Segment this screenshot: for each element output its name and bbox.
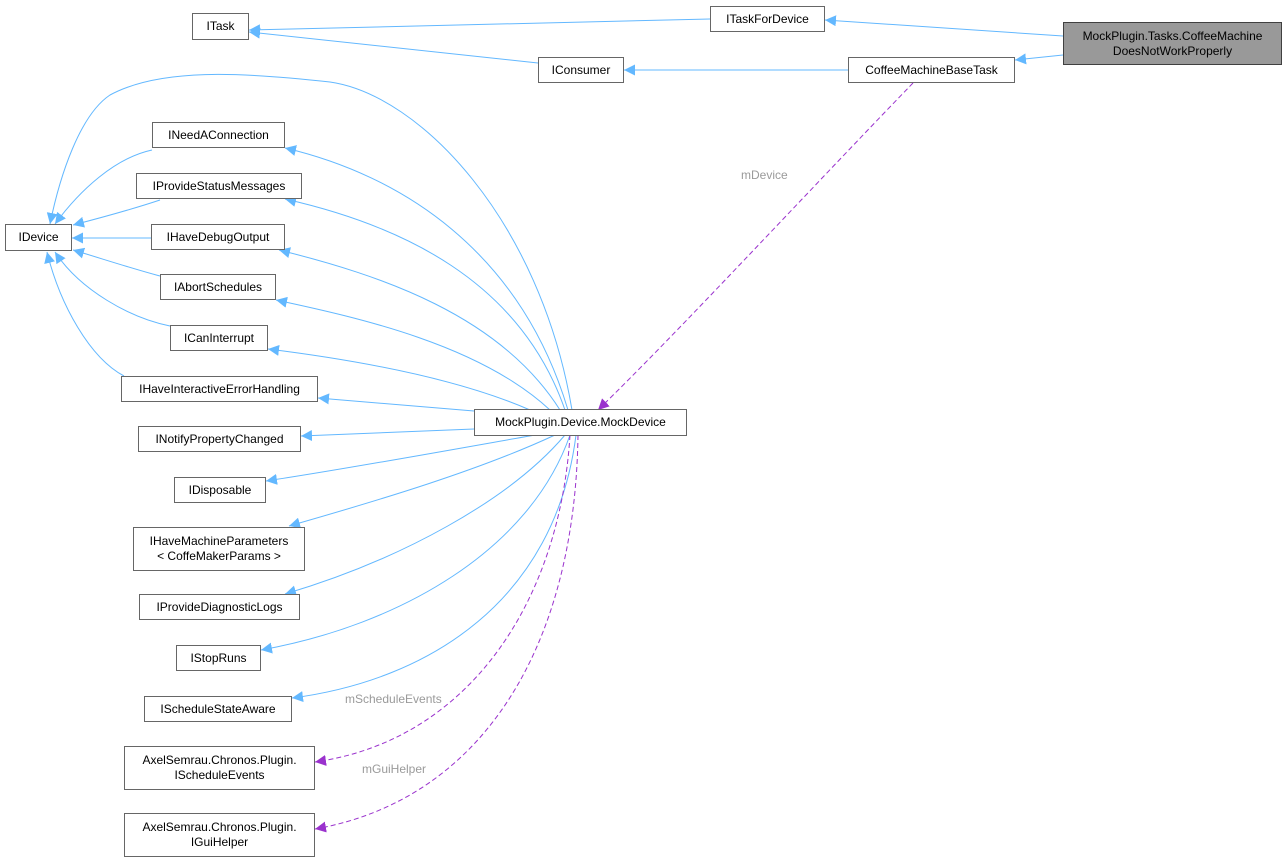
node-mockdevice[interactable]: MockPlugin.Device.MockDevice bbox=[474, 409, 687, 436]
node-iguihelper[interactable]: AxelSemrau.Chronos.Plugin. IGuiHelper bbox=[124, 813, 315, 857]
node-label-line1: AxelSemrau.Chronos.Plugin. bbox=[142, 753, 297, 767]
node-label-line1: IHaveMachineParameters bbox=[149, 534, 289, 548]
node-idevice[interactable]: IDevice bbox=[5, 224, 72, 251]
node-iprovidestatusmessages[interactable]: IProvideStatusMessages bbox=[136, 173, 302, 199]
node-label-line2: IScheduleEvents bbox=[174, 768, 265, 782]
edge-label-mguihelper: mGuiHelper bbox=[362, 762, 427, 776]
edge-mockdevice-iprovidestatus bbox=[284, 196, 566, 411]
node-label: INotifyPropertyChanged bbox=[155, 431, 284, 446]
node-label: ITaskForDevice bbox=[726, 11, 809, 26]
node-iabortschedules[interactable]: IAbortSchedules bbox=[160, 274, 276, 300]
node-label: IScheduleStateAware bbox=[160, 701, 276, 716]
node-focus-class[interactable]: MockPlugin.Tasks.CoffeeMachine DoesNotWo… bbox=[1063, 22, 1282, 65]
node-coffeemachinebasetask[interactable]: CoffeeMachineBaseTask bbox=[848, 57, 1015, 83]
node-label-line1: MockPlugin.Tasks.CoffeeMachine bbox=[1082, 28, 1263, 43]
node-label: ICanInterrupt bbox=[183, 330, 255, 345]
node-iconsumer[interactable]: IConsumer bbox=[538, 57, 624, 83]
edge-mockdevice-ihavedebug bbox=[278, 247, 561, 411]
node-label: IHaveDebugOutput bbox=[166, 229, 270, 244]
node-icaninterrupt[interactable]: ICanInterrupt bbox=[170, 325, 268, 351]
edge-mockdevice-iprovidediag bbox=[284, 434, 566, 597]
edge-coffeebase-mockdevice bbox=[597, 82, 914, 411]
edge-mockdevice-iabort bbox=[275, 296, 551, 411]
edge-focus-coffeebase bbox=[1014, 53, 1064, 65]
node-label: MockPlugin.Device.MockDevice bbox=[495, 415, 666, 429]
node-istopruns[interactable]: IStopRuns bbox=[176, 645, 261, 671]
edge-focus-itaskfordevice bbox=[824, 15, 1064, 37]
node-ihavedebugoutput[interactable]: IHaveDebugOutput bbox=[151, 224, 285, 250]
edge-mockdevice-iguihelper bbox=[314, 434, 579, 833]
node-label: IAbortSchedules bbox=[173, 279, 263, 294]
node-label: IConsumer bbox=[551, 62, 611, 77]
node-label-line2: IGuiHelper bbox=[190, 835, 249, 849]
node-itask[interactable]: ITask bbox=[192, 13, 249, 40]
edge-ineedaconnection-idevice bbox=[54, 149, 153, 225]
edge-mockdevice-ihavemachine bbox=[288, 434, 556, 529]
node-ischedulestateaware[interactable]: IScheduleStateAware bbox=[144, 696, 292, 722]
node-label: IHaveInteractiveErrorHandling bbox=[139, 381, 300, 396]
node-label: IStopRuns bbox=[190, 650, 247, 665]
node-ihaveinteractiveerrorhandling[interactable]: IHaveInteractiveErrorHandling bbox=[121, 376, 318, 402]
edge-iabort-idevice bbox=[72, 247, 161, 277]
node-label-line2: DoesNotWorkProperly bbox=[1112, 43, 1233, 58]
edge-mockdevice-idevice bbox=[46, 73, 573, 411]
node-label: ITask bbox=[206, 19, 235, 33]
edge-mockdevice-inotify bbox=[300, 428, 475, 442]
edge-label-mdevice: mDevice bbox=[741, 168, 788, 182]
edge-mockdevice-ineedaconnection bbox=[284, 145, 569, 411]
node-ischeduleevents[interactable]: AxelSemrau.Chronos.Plugin. IScheduleEven… bbox=[124, 746, 315, 790]
node-label-line2: < CoffeMakerParams > bbox=[157, 549, 281, 563]
node-label: IProvideStatusMessages bbox=[152, 178, 286, 193]
node-label: INeedAConnection bbox=[168, 127, 269, 142]
node-label: IDevice bbox=[18, 230, 59, 244]
node-inotifypropertychanged[interactable]: INotifyPropertyChanged bbox=[138, 426, 301, 452]
edge-itaskfordevice-itask bbox=[248, 18, 711, 36]
edge-ihaveinteractive-idevice bbox=[44, 251, 125, 377]
node-ineedaconnection[interactable]: INeedAConnection bbox=[152, 122, 285, 148]
edge-mockdevice-idisposable bbox=[265, 434, 536, 485]
edge-icaninterrupt-idevice bbox=[54, 251, 171, 327]
edge-mockdevice-ihaveinteractive bbox=[317, 393, 475, 412]
edge-mockdevice-ischeduleevents bbox=[314, 434, 571, 766]
edge-iconsumer-itask bbox=[248, 27, 539, 64]
edge-iprovidestatus-idevice bbox=[72, 199, 161, 228]
edge-label-mscheduleevents: mScheduleEvents bbox=[345, 692, 442, 706]
node-label: CoffeeMachineBaseTask bbox=[865, 62, 998, 77]
node-label: IProvideDiagnosticLogs bbox=[156, 599, 283, 614]
edge-mockdevice-icaninterrupt bbox=[267, 344, 531, 411]
node-itaskfordevice[interactable]: ITaskForDevice bbox=[710, 6, 825, 32]
node-idisposable[interactable]: IDisposable bbox=[174, 477, 266, 503]
node-ihavemachineparameters[interactable]: IHaveMachineParameters < CoffeMakerParam… bbox=[133, 527, 305, 571]
node-label-line1: AxelSemrau.Chronos.Plugin. bbox=[142, 820, 297, 834]
edge-mockdevice-ischedulestate bbox=[291, 434, 577, 703]
edge-mockdevice-istopruns bbox=[260, 434, 571, 654]
node-iprovidediagnosticlogs[interactable]: IProvideDiagnosticLogs bbox=[139, 594, 300, 620]
node-label: IDisposable bbox=[188, 482, 252, 497]
